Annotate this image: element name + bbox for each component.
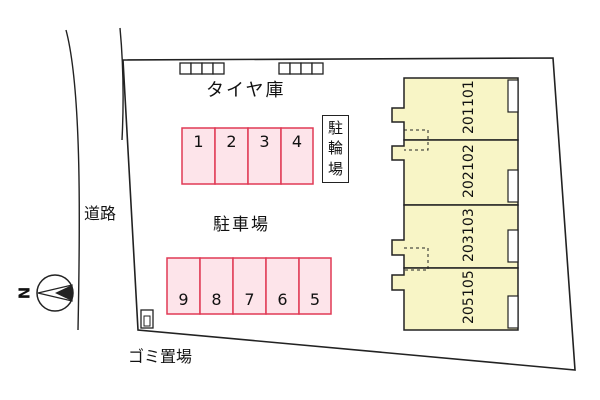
unit-label-201-101: 201 101 — [461, 81, 500, 134]
parking-row-top — [181, 127, 314, 185]
parking-label: 駐車場 — [213, 215, 270, 235]
unit-number-upper: 201 — [461, 107, 477, 134]
unit-number-lower: 105 — [461, 270, 477, 298]
road-edge-right — [119, 27, 124, 141]
garbage-label: ゴミ置場 — [128, 347, 193, 366]
stall-number: 1 — [193, 131, 204, 151]
parking-stall: 4 — [281, 128, 313, 154]
stall-number: 9 — [178, 289, 189, 309]
parking-stall: 8 — [200, 286, 233, 312]
garbage-box-inner — [143, 315, 151, 327]
parking-stall: 1 — [182, 128, 215, 154]
road-label: 道路 — [84, 204, 117, 223]
parking-stall: 9 — [167, 286, 200, 312]
bicycle-parking-char: 輪 — [327, 139, 343, 158]
unit-number-upper: 205 — [461, 297, 477, 324]
garbage-box — [140, 309, 154, 329]
stall-number: 6 — [277, 289, 288, 309]
north-label: N — [15, 286, 34, 300]
unit-number-lower: 101 — [461, 80, 477, 108]
stall-number: 5 — [309, 289, 321, 309]
unit-number-upper: 202 — [461, 171, 477, 198]
road-edge-left — [65, 29, 81, 331]
unit-label-202-102: 202 102 — [461, 145, 500, 198]
compass-icon — [36, 274, 74, 312]
stall-number: 3 — [259, 131, 270, 151]
parking-stall: 7 — [233, 286, 266, 312]
parking-stall: 6 — [266, 286, 299, 312]
parking-row-bottom — [166, 257, 332, 315]
building-windows — [507, 79, 519, 329]
unit-number-lower: 103 — [461, 208, 477, 236]
unit-label-205-105: 205 105 — [461, 271, 500, 324]
bicycle-parking-label: 駐 輪 場 — [322, 115, 349, 183]
parking-stall: 3 — [248, 128, 281, 154]
bicycle-parking-char: 駐 — [327, 118, 343, 137]
stall-number: 7 — [244, 289, 255, 309]
tire-storage-left — [179, 62, 225, 75]
stall-number: 4 — [291, 131, 303, 151]
tire-storage-right — [278, 62, 324, 75]
stall-number: 8 — [211, 289, 222, 309]
parking-stall: 2 — [215, 128, 248, 154]
unit-number-lower: 102 — [461, 144, 477, 172]
unit-label-203-103: 203 103 — [461, 209, 500, 262]
bicycle-parking-char: 場 — [327, 160, 343, 179]
stall-number: 2 — [226, 131, 237, 151]
parking-stall: 5 — [299, 286, 331, 312]
unit-number-upper: 203 — [461, 235, 477, 262]
apartment-building — [391, 77, 519, 331]
building-stairs — [404, 129, 429, 271]
tire-storage-label: タイヤ庫 — [206, 80, 286, 101]
